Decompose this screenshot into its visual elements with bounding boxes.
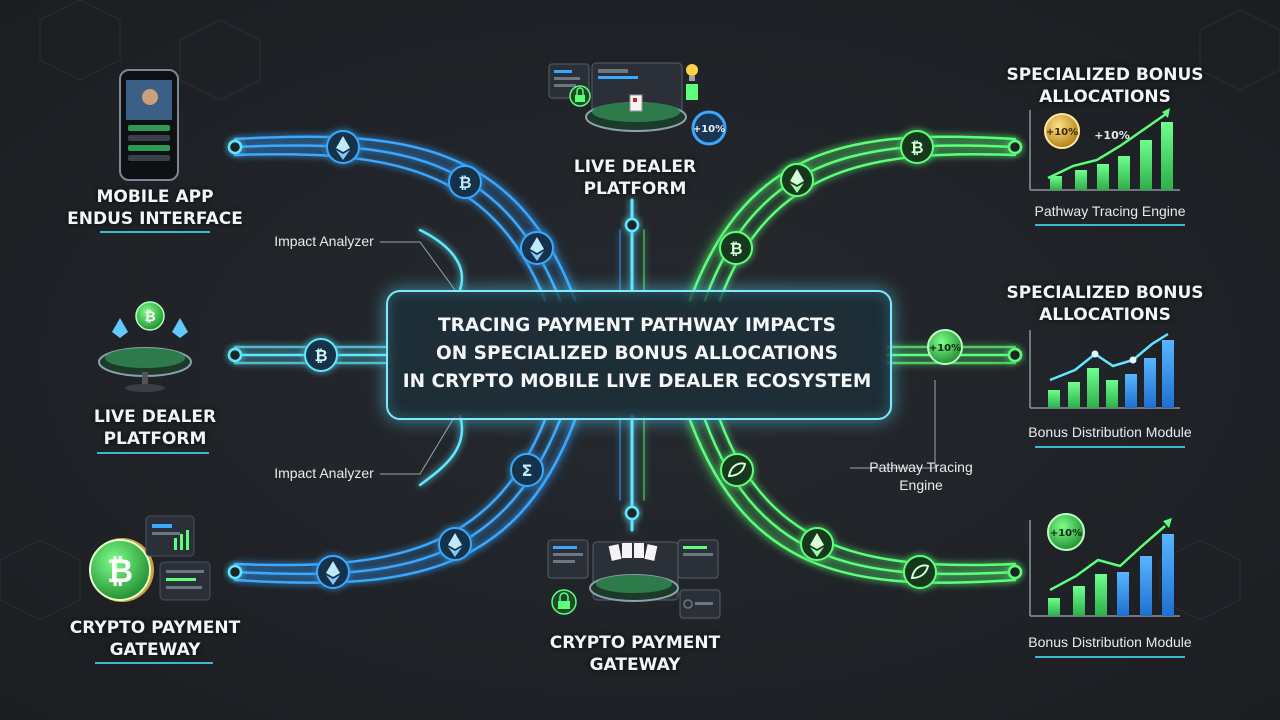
underline: [100, 231, 210, 233]
panel1-caption: Pathway Tracing Engine: [1034, 203, 1186, 219]
mobile-app-label-line2: ENDUS INTERFACE: [67, 209, 243, 229]
ethereum-icon: [326, 130, 360, 164]
crypto-nodes: ₿ ₿ Σ ₿: [304, 130, 937, 589]
pathway-engine-label: Pathway Tracing Engine: [856, 458, 986, 494]
ethereum-icon: [438, 527, 472, 561]
sigma-icon: Σ: [510, 453, 544, 487]
crypto-gateway-bottom-line1: CRYPTO PAYMENT: [549, 633, 721, 653]
impact-analyzer-bottom: Impact Analyzer: [274, 465, 374, 481]
ethereum-icon: [780, 163, 814, 197]
bonus-badge: +10%: [927, 329, 963, 365]
padlock-icon: [551, 589, 577, 615]
path-nodes: [227, 139, 1023, 580]
chart1-badge: +10%: [1046, 127, 1078, 138]
bitcoin-icon: ₿: [719, 231, 753, 265]
bonus-coin-icon: +10%: [1044, 113, 1080, 149]
live-dealer-top-line1: LIVE DEALER: [573, 157, 697, 177]
top-badge-text: +10%: [693, 124, 725, 135]
bonus-allocations-label-1: SPECIALIZED BONUS ALLOCATIONS: [1005, 64, 1205, 108]
panel2-title-line2: ALLOCATIONS: [1039, 305, 1171, 325]
svg-text:₿: ₿: [144, 309, 155, 325]
chart3-badge: +10%: [1050, 528, 1082, 539]
live-dealer-illustration: +10%: [548, 62, 727, 146]
svg-text:₿: ₿: [107, 552, 133, 590]
bitcoin-icon: ₿: [448, 165, 482, 199]
pathway-engine-line1: Pathway Tracing: [869, 459, 973, 475]
title-box: [386, 290, 892, 420]
impact-analyzer-top: Impact Analyzer: [274, 233, 374, 249]
bonus-chart-3: +10%: [1029, 513, 1180, 617]
chart1-badge2: +10%: [1094, 129, 1130, 142]
underline: [95, 662, 213, 664]
bonus-chart-1: +10% +10%: [1029, 108, 1180, 191]
annotation-connectors: [380, 241, 936, 475]
live-dealer-left-line2: PLATFORM: [103, 429, 207, 449]
underline: [1035, 224, 1185, 226]
leaf-icon: [903, 555, 937, 589]
crypto-gateway-label-bottom: CRYPTO PAYMENT GATEWAY: [520, 632, 750, 676]
bitcoin-icon: ₿: [900, 130, 934, 164]
crypto-gateway-bottom-line2: GATEWAY: [589, 655, 681, 675]
svg-text:₿: ₿: [314, 346, 327, 365]
padlock-icon: [569, 85, 591, 107]
hex-pattern: [0, 0, 1280, 621]
chart-bars: [1050, 122, 1173, 190]
crypto-gateway-left-line2: GATEWAY: [109, 640, 201, 660]
underline: [97, 452, 209, 454]
title-line-3: IN CRYPTO MOBILE LIVE DEALER ECOSYSTEM: [402, 371, 872, 392]
pathway-engine-line2: Engine: [899, 477, 943, 493]
title-line-1: TRACING PAYMENT PATHWAY IMPACTS: [438, 315, 836, 336]
bonus-badge: +10%: [691, 110, 727, 146]
panel1-title-line2: ALLOCATIONS: [1039, 87, 1171, 107]
underline: [1035, 446, 1185, 448]
crypto-gateway-label-left: CRYPTO PAYMENT GATEWAY: [40, 617, 270, 661]
live-dealer-label-top: LIVE DEALER PLATFORM: [540, 156, 730, 200]
mobile-app-label: MOBILE APP ENDUS INTERFACE: [60, 186, 250, 230]
ethereum-icon: [316, 555, 350, 589]
svg-text:₿: ₿: [729, 239, 742, 258]
svg-text:Σ: Σ: [522, 461, 533, 480]
panel2-title-line1: SPECIALIZED BONUS: [1006, 283, 1204, 303]
live-dealer-left-line1: LIVE DEALER: [93, 407, 217, 427]
mobile-phone-icon: [119, 69, 179, 181]
svg-text:₿: ₿: [458, 173, 471, 192]
dealer-table-icon: ₿: [98, 301, 192, 392]
bonus-coin-icon: +10%: [1047, 513, 1085, 551]
chart-bars: [1048, 340, 1174, 408]
chart-bars: [1048, 534, 1174, 616]
panel2-caption: Bonus Distribution Module: [1028, 424, 1192, 440]
bitcoin-coin-icon: ₿: [135, 301, 165, 331]
ethereum-icon: [520, 231, 554, 265]
main-title: TRACING PAYMENT PATHWAY IMPACTS ON SPECI…: [386, 312, 888, 396]
mobile-app-label-line1: MOBILE APP: [96, 187, 214, 207]
title-line-2: ON SPECIALIZED BONUS ALLOCATIONS: [435, 343, 839, 364]
panel3-caption: Bonus Distribution Module: [1028, 634, 1192, 650]
crypto-gateway-left-line1: CRYPTO PAYMENT: [69, 618, 241, 638]
bonus-chart-2: [1029, 330, 1180, 409]
leaf-icon: [720, 453, 754, 487]
live-dealer-top-line2: PLATFORM: [583, 179, 687, 199]
svg-text:₿: ₿: [910, 138, 923, 157]
live-dealer-label-left: LIVE DEALER PLATFORM: [60, 406, 250, 450]
lightbulb-icon: [686, 64, 698, 100]
bitcoin-icon: ₿: [304, 338, 338, 372]
crypto-gateway-illustration: [547, 539, 721, 619]
underline: [1035, 656, 1185, 658]
bonus-allocations-label-2: SPECIALIZED BONUS ALLOCATIONS: [1005, 282, 1205, 326]
ethereum-icon: [800, 527, 834, 561]
side-badge-text: +10%: [929, 343, 961, 354]
bitcoin-coin-icon: ₿: [89, 515, 211, 602]
panel1-title-line1: SPECIALIZED BONUS: [1006, 65, 1204, 85]
